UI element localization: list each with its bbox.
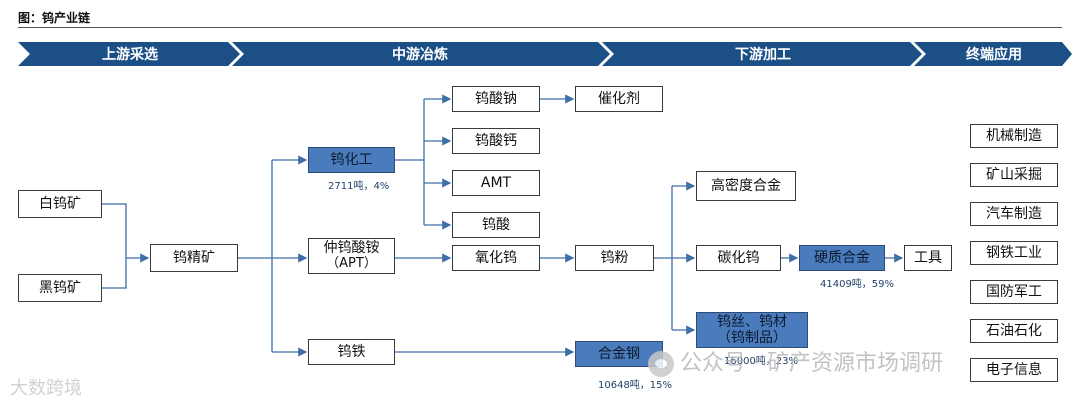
watermark-right-text: 公众号 · 矿产资源市场调研 <box>680 351 943 376</box>
node-wire-line1: 钨丝、钨材 <box>717 314 787 330</box>
note-alloy-steel: 10648吨，15% <box>598 380 673 391</box>
node-apt-line1: 仲钨酸铵 <box>323 240 380 256</box>
node-calcium-tungstate: 钨酸钙 <box>452 128 540 154</box>
figure-title: 图：钨产业链 <box>18 11 91 25</box>
node-tungsten-chemicals: 钨化工 <box>308 147 395 173</box>
app-steel: 钢铁工业 <box>970 241 1058 265</box>
node-tools: 工具 <box>904 245 952 271</box>
app-automotive: 汽车制造 <box>970 202 1058 226</box>
title-divider <box>18 27 1062 28</box>
node-apt: 仲钨酸铵 （APT） <box>308 238 395 274</box>
stage-label-upstream: 上游采选 <box>102 46 158 63</box>
node-tungsten-oxide: 氧化钨 <box>452 245 540 271</box>
app-defense: 国防军工 <box>970 280 1058 304</box>
connector-scheelite <box>102 203 150 263</box>
watermark-left: 大数跨境 <box>10 374 82 400</box>
stage-label-terminal: 终端应用 <box>966 46 1022 63</box>
connectors <box>102 94 904 357</box>
note-hard-alloy: 41409吨，59% <box>820 279 895 290</box>
watermark-left-text: 大数跨境 <box>10 378 82 399</box>
node-sodium-tungstate: 钨酸钠 <box>452 86 540 112</box>
node-ferrotungsten: 钨铁 <box>308 339 395 365</box>
stage-banner-upstream <box>18 42 240 66</box>
node-scheelite: 白钨矿 <box>18 190 102 218</box>
app-electronics: 电子信息 <box>970 358 1058 382</box>
node-tungsten-carbide: 碳化钨 <box>696 245 781 271</box>
stage-banner-downstream <box>602 42 922 66</box>
note-tungsten-wire: 16000吨，23% <box>724 356 799 367</box>
note-tungsten-chemicals: 2711吨，4% <box>328 181 390 192</box>
node-hard-alloy: 硬质合金 <box>799 245 885 271</box>
stage-label-downstream: 下游加工 <box>735 46 791 63</box>
node-apt-line2: （APT） <box>326 256 377 271</box>
node-high-density-alloy: 高密度合金 <box>696 171 796 201</box>
node-tungsten-wire: 钨丝、钨材 （钨制品） <box>696 312 808 348</box>
node-tungstic-acid: 钨酸 <box>452 212 540 238</box>
watermark-right: 公众号 · 矿产资源市场调研 <box>648 345 943 377</box>
stage-label-midstream: 中游冶炼 <box>392 46 448 63</box>
stage-banner-terminal <box>914 42 1072 66</box>
connector-wolframite <box>102 258 127 289</box>
app-mining: 矿山采掘 <box>970 163 1058 187</box>
app-machinery: 机械制造 <box>970 124 1058 148</box>
node-wire-line2: （钨制品） <box>717 330 787 346</box>
node-wolframite: 黑钨矿 <box>18 274 102 302</box>
node-catalyst: 催化剂 <box>575 86 663 112</box>
wechat-icon <box>648 351 674 377</box>
node-amt: AMT <box>452 170 540 196</box>
node-concentrate: 钨精矿 <box>150 244 238 272</box>
node-tungsten-powder: 钨粉 <box>575 245 654 271</box>
app-petrochemical: 石油石化 <box>970 319 1058 343</box>
stage-banner-midstream <box>232 42 610 66</box>
